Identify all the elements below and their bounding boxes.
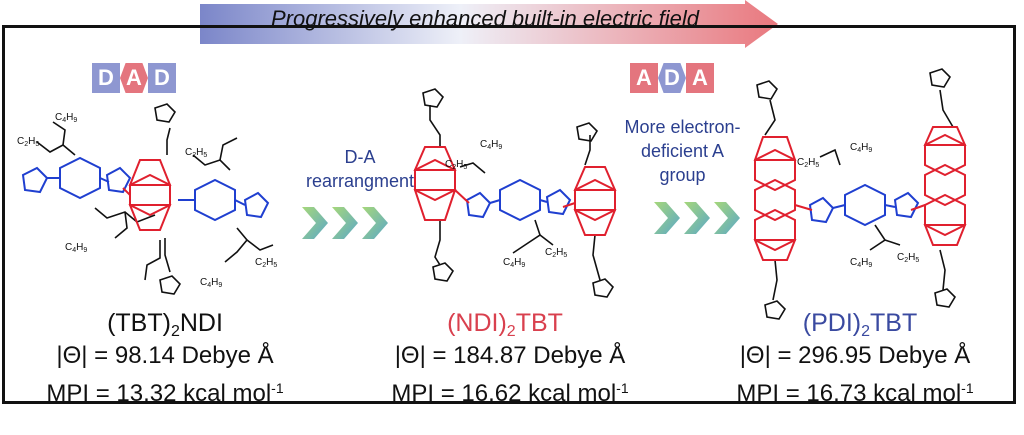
c4h9-label: C4H9 bbox=[850, 257, 872, 269]
molecule-2-stats: |Θ| = 184.87 Debye Å MPI = 16.62 kcal mo… bbox=[345, 339, 675, 410]
molecule-3-name-main: (PDI) bbox=[802, 309, 862, 337]
chevron-icon bbox=[362, 207, 388, 239]
step2-line-3: group bbox=[659, 165, 706, 185]
c4h9-label: C4H9 bbox=[850, 142, 872, 154]
chevron-icon bbox=[302, 207, 328, 239]
c4h9-label: C4H9 bbox=[200, 277, 222, 289]
molecule-3-name: (PDI)2TBT bbox=[720, 309, 1000, 341]
c2h5-label: C2H5 bbox=[797, 157, 819, 169]
molecule-1-theta: |Θ| = 98.14 Debye Å bbox=[56, 342, 274, 369]
molecule-1-mpi-line: MPI = 13.32 kcal mol-1 bbox=[5, 372, 325, 410]
molecule-1-name: (TBT)2NDI bbox=[20, 309, 310, 341]
c2h5-label: C2H5 bbox=[545, 247, 567, 259]
molecule-2-mpi-line: MPI = 16.62 kcal mol-1 bbox=[345, 372, 675, 410]
c4h9-label: C4H9 bbox=[65, 242, 87, 254]
molecule-3-name-sub: 2 bbox=[861, 323, 870, 340]
badge-d-center: D bbox=[658, 63, 686, 93]
c2h5-label: C2H5 bbox=[17, 136, 39, 148]
molecule-2-name: (NDI)2TBT bbox=[360, 309, 650, 341]
step1-chevrons bbox=[302, 207, 388, 239]
chevron-icon bbox=[714, 202, 740, 234]
molecule-1-name-sub: 2 bbox=[170, 323, 180, 340]
ada-badge: A D A bbox=[630, 63, 714, 93]
c4h9-label: C4H9 bbox=[503, 257, 525, 269]
step1-line-2: rearrangment bbox=[305, 171, 415, 191]
molecule-1-mpi: MPI = 13.32 kcal mol bbox=[46, 380, 272, 407]
badge-a-right: A bbox=[686, 63, 714, 93]
c2h5-label: C2H5 bbox=[255, 257, 277, 269]
molecule-3-stats: |Θ| = 296.95 Debye Å MPI = 16.73 kcal mo… bbox=[700, 339, 1010, 410]
molecule-2-theta: |Θ| = 184.87 Debye Å bbox=[394, 342, 626, 369]
electric-field-arrow bbox=[200, 0, 778, 48]
molecule-1-stats: |Θ| = 98.14 Debye Å MPI = 13.32 kcal mol… bbox=[5, 339, 325, 410]
chevron-icon bbox=[654, 202, 680, 234]
pdi2tbt-structure: C2H5 C4H9 C2H5 C4H9 bbox=[753, 68, 967, 320]
step2-chevrons bbox=[654, 202, 740, 234]
badge-a-center: A bbox=[120, 63, 148, 93]
molecule-2-name-sub: 2 bbox=[506, 323, 516, 340]
step2-line-1: More electron- bbox=[624, 117, 741, 137]
badge-d-left: D bbox=[92, 63, 120, 93]
badge-a-left: A bbox=[630, 63, 658, 93]
c4h9-label: C4H9 bbox=[55, 112, 77, 124]
c2h5-label: C2H5 bbox=[897, 252, 919, 264]
diagram-frame bbox=[2, 25, 1016, 404]
step1-caption: D-A rearrangment bbox=[305, 145, 415, 193]
ndi2tbt-structure: C2H5 C4H9 C4H9 C2H5 bbox=[413, 88, 617, 298]
step2-caption: More electron- deficient A group bbox=[610, 115, 755, 187]
molecule-2-name-main: (NDI) bbox=[447, 309, 507, 337]
tbt2ndi-structure: C2H5 C4H9 C4H9 C2H5 C2H5 C4H9 bbox=[17, 103, 277, 295]
molecule-1-name-main: (TBT) bbox=[107, 309, 171, 337]
chevron-icon bbox=[684, 202, 710, 234]
molecule-3-mpi-sup: -1 bbox=[961, 380, 974, 396]
molecule-3-name-tail: TBT bbox=[870, 309, 918, 337]
dad-badge: D A D bbox=[92, 63, 176, 93]
chevron-icon bbox=[332, 207, 358, 239]
molecule-3-mpi: MPI = 16.73 kcal mol bbox=[736, 380, 962, 407]
c2h5-label: C2H5 bbox=[445, 159, 467, 171]
c2h5-label: C2H5 bbox=[185, 147, 207, 159]
c4h9-label: C4H9 bbox=[480, 139, 502, 151]
molecule-1-name-tail: NDI bbox=[179, 309, 223, 337]
molecule-1-mpi-sup: -1 bbox=[271, 380, 284, 396]
molecule-2-mpi: MPI = 16.62 kcal mol bbox=[391, 380, 617, 407]
molecule-3-mpi-line: MPI = 16.73 kcal mol-1 bbox=[700, 372, 1010, 410]
molecule-2-mpi-sup: -1 bbox=[616, 380, 629, 396]
step1-line-1: D-A bbox=[344, 147, 376, 167]
molecule-2-name-tail: TBT bbox=[515, 309, 563, 337]
molecule-3-theta: |Θ| = 296.95 Debye Å bbox=[739, 342, 971, 369]
step2-line-2: deficient A bbox=[640, 141, 725, 161]
badge-d-right: D bbox=[148, 63, 176, 93]
